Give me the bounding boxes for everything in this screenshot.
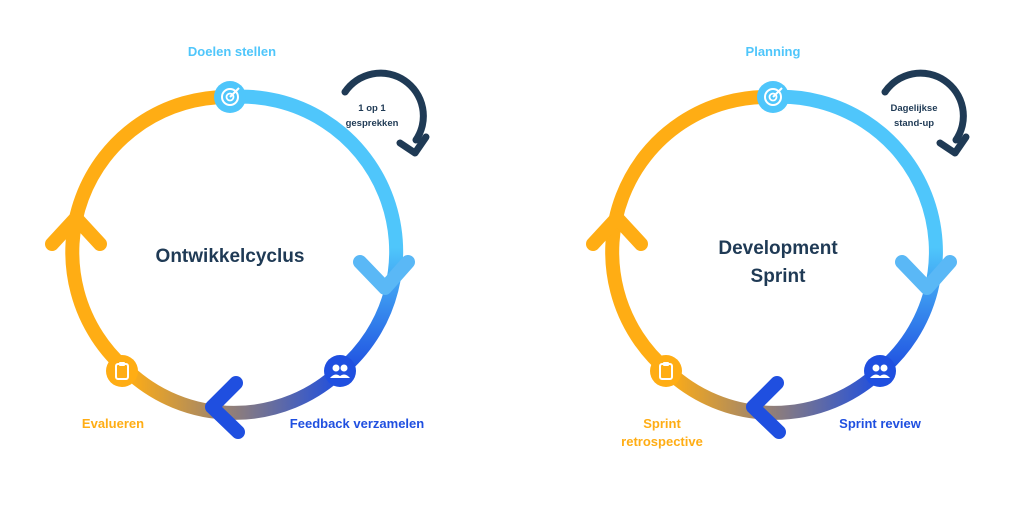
left-label: Evalueren <box>82 416 144 431</box>
target-icon <box>757 81 789 113</box>
arrow-left-up <box>45 211 107 251</box>
clipboard-icon <box>106 355 138 387</box>
loop-arrowhead <box>936 133 970 157</box>
target-icon <box>214 81 246 113</box>
loop-arrow <box>341 69 427 144</box>
top-label: Planning <box>746 44 801 59</box>
people-icon <box>324 355 356 387</box>
arrow-right-down <box>353 255 415 295</box>
left-label-line-1: Sprint <box>643 416 681 431</box>
bottom-arc <box>661 364 887 420</box>
arrow-left-up <box>586 211 648 251</box>
right-label: Feedback verzamelen <box>290 416 424 431</box>
clipboard-icon <box>650 355 682 387</box>
center-title: Ontwikkelcyclus <box>156 246 305 267</box>
orange-arc <box>605 89 780 378</box>
center-title-line-1: Development <box>718 238 838 259</box>
cycle-2: Planning Development Sprint Dagelijkse s… <box>586 44 970 449</box>
top-label: Doelen stellen <box>188 44 276 59</box>
arrow-bottom-left <box>746 376 786 439</box>
arrow-bottom-left <box>205 376 245 439</box>
loop-label-line-2: stand-up <box>894 118 934 129</box>
loop-label-line-1: Dagelijkse <box>891 103 938 114</box>
loop-arrow <box>881 69 967 144</box>
bottom-arc <box>121 364 347 420</box>
people-icon <box>864 355 896 387</box>
arrow-right-down <box>895 255 957 295</box>
center-title-line-2: Sprint <box>751 266 807 287</box>
cycle-1: Doelen stellen Ontwikkelcyclus 1 op 1 ge… <box>45 44 430 439</box>
blue-arc <box>223 89 404 378</box>
loop-arrowhead <box>396 133 430 157</box>
orange-arc <box>65 89 237 378</box>
right-label: Sprint review <box>839 416 922 431</box>
left-label-line-2: retrospective <box>621 434 703 449</box>
loop-label-line-2: gesprekken <box>346 118 399 129</box>
blue-arc <box>766 89 943 378</box>
loop-label-line-1: 1 op 1 <box>358 103 386 114</box>
